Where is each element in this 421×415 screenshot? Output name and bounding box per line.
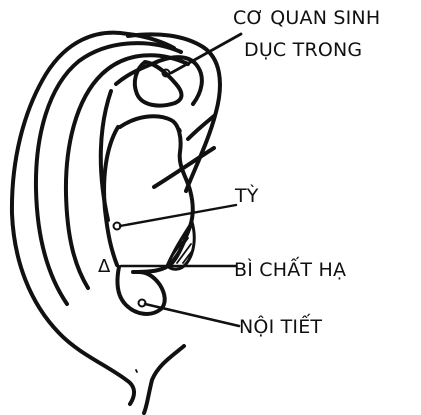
- minor-mark-2: [136, 370, 137, 372]
- minor-mark-1: [180, 129, 181, 131]
- endocrine-label: NỘI TIẾT: [239, 313, 322, 338]
- leader-endocrine: [145, 304, 239, 326]
- spleen-label: TỲ: [234, 183, 259, 207]
- ear-helix-line-2: [66, 55, 188, 288]
- antihelix-crus-2: [154, 148, 214, 187]
- subcortex-label: BÌ CHẤT HẠ: [234, 256, 346, 281]
- internal-genitals-label-line-1: CƠ QUAN SINH: [233, 7, 380, 29]
- concha-inner-left: [104, 127, 118, 265]
- leader-spleen: [120, 205, 236, 226]
- triangle-marker: Δ: [98, 256, 111, 277]
- concha-outline: [120, 116, 193, 272]
- internal-genitals-label-line-2: DỤC TRONG: [244, 39, 362, 61]
